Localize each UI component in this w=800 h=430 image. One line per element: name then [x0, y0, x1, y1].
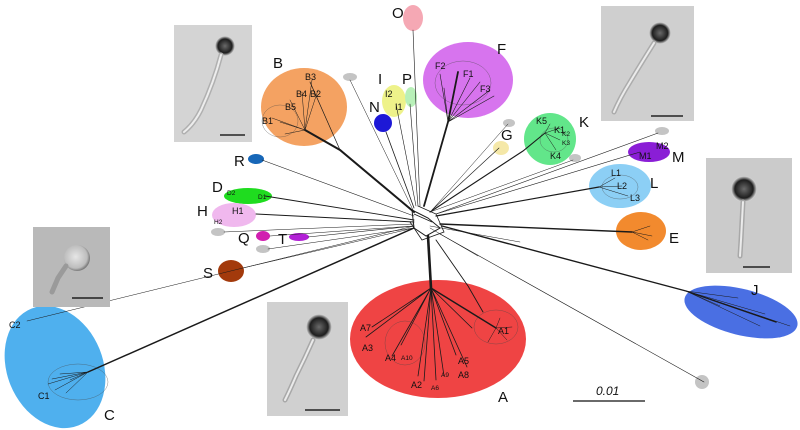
cluster-label-i: I	[378, 71, 382, 88]
cluster-j-shape	[684, 285, 798, 339]
label-h1: H1	[232, 206, 244, 216]
label-b4: B4	[296, 89, 307, 99]
cluster-label-l: L	[650, 175, 658, 192]
singleton-node	[695, 375, 709, 389]
label-f3: F3	[480, 84, 491, 94]
cluster-label-r: R	[234, 153, 245, 170]
scale-bar: 0.01	[573, 384, 645, 402]
label-f2: F2	[435, 61, 446, 71]
cluster-label-t: T	[278, 231, 287, 248]
cluster-label-b: B	[273, 55, 283, 72]
cluster-label-h: H	[197, 203, 208, 220]
micrograph-left	[33, 227, 110, 307]
label-b3: B3	[305, 72, 316, 82]
label-l2: L2	[617, 181, 627, 191]
label-b2: B2	[310, 89, 321, 99]
cluster-label-c: C	[104, 407, 115, 424]
label-k2: K2	[562, 131, 570, 138]
label-m2: M2	[656, 141, 669, 151]
label-a2: A2	[411, 380, 422, 390]
cluster-m-shape	[628, 142, 670, 162]
micrograph-top-left	[174, 25, 252, 142]
label-k5: K5	[536, 116, 547, 126]
network-branches	[26, 29, 791, 394]
cluster-labels: A B C D E F G H I J K L M N O P Q R S T	[104, 5, 759, 424]
cluster-h-shape	[212, 203, 256, 227]
cluster-label-q: Q	[238, 230, 250, 247]
cluster-t-shape	[289, 233, 309, 241]
cluster-k-shape	[524, 113, 576, 165]
label-l1: L1	[611, 168, 621, 178]
label-a1: A1	[498, 326, 509, 336]
label-d1: D1	[258, 194, 267, 201]
label-c1: C1	[38, 391, 50, 401]
label-a8: A8	[458, 370, 469, 380]
label-l3: L3	[630, 193, 640, 203]
scale-bar-label: 0.01	[596, 384, 619, 398]
micrograph-top-right	[601, 6, 694, 121]
cluster-g-shape	[493, 141, 509, 155]
label-a3: A3	[362, 343, 373, 353]
label-i1: I1	[395, 102, 403, 112]
label-a7: A7	[360, 323, 371, 333]
label-a9: A9	[441, 372, 449, 379]
label-a4: A4	[385, 353, 396, 363]
singleton-node	[503, 119, 515, 127]
cluster-i-shape	[382, 85, 406, 117]
cluster-e-shape	[616, 212, 666, 250]
subcluster-labels: A1 A2 A3 A4 A5 A6 A7 A8 A9 A10 B1 B2 B3 …	[9, 61, 669, 401]
label-a10: A10	[401, 355, 413, 362]
cluster-a-shape	[350, 280, 526, 398]
singleton-node	[211, 228, 225, 236]
label-m1: M1	[639, 151, 652, 161]
label-k3: K3	[562, 140, 570, 147]
label-b1: B1	[262, 116, 273, 126]
cluster-label-f: F	[497, 41, 506, 58]
cluster-n-shape	[374, 114, 392, 132]
singleton-node	[256, 245, 270, 253]
cluster-o-shape	[403, 5, 423, 31]
singleton-node	[569, 154, 581, 162]
cluster-p-shape	[405, 87, 417, 107]
cluster-r-shape	[248, 154, 264, 164]
cluster-label-m: M	[672, 149, 685, 166]
cluster-q-shape	[256, 231, 270, 241]
label-a5: A5	[458, 356, 469, 366]
cluster-label-p: P	[402, 71, 412, 88]
cluster-label-a: A	[498, 389, 508, 406]
subcluster-outlines	[47, 60, 639, 401]
singleton-node	[655, 127, 669, 135]
cluster-label-k: K	[579, 114, 589, 131]
label-a6: A6	[431, 385, 439, 392]
label-k4: K4	[550, 151, 561, 161]
cluster-c-shape	[4, 305, 106, 429]
label-b5: B5	[285, 102, 296, 112]
label-i2: I2	[385, 89, 393, 99]
micrograph-bottom	[267, 302, 348, 416]
label-d2: D2	[227, 190, 236, 197]
cluster-d-shape	[224, 188, 272, 204]
label-f1: F1	[463, 69, 474, 79]
cluster-label-n: N	[369, 99, 380, 116]
cluster-label-d: D	[212, 179, 223, 196]
cluster-label-e: E	[669, 230, 679, 247]
cluster-label-g: G	[501, 127, 513, 144]
singleton-nodes	[211, 73, 709, 389]
micrograph-right	[706, 158, 792, 273]
label-c2: C2	[9, 320, 21, 330]
cluster-label-s: S	[203, 265, 213, 282]
label-k1: K1	[554, 125, 565, 135]
cluster-label-j: J	[751, 282, 759, 299]
cluster-b-shape	[261, 68, 347, 146]
singleton-node	[343, 73, 357, 81]
cluster-label-o: O	[392, 5, 404, 22]
label-h2: H2	[214, 219, 223, 226]
